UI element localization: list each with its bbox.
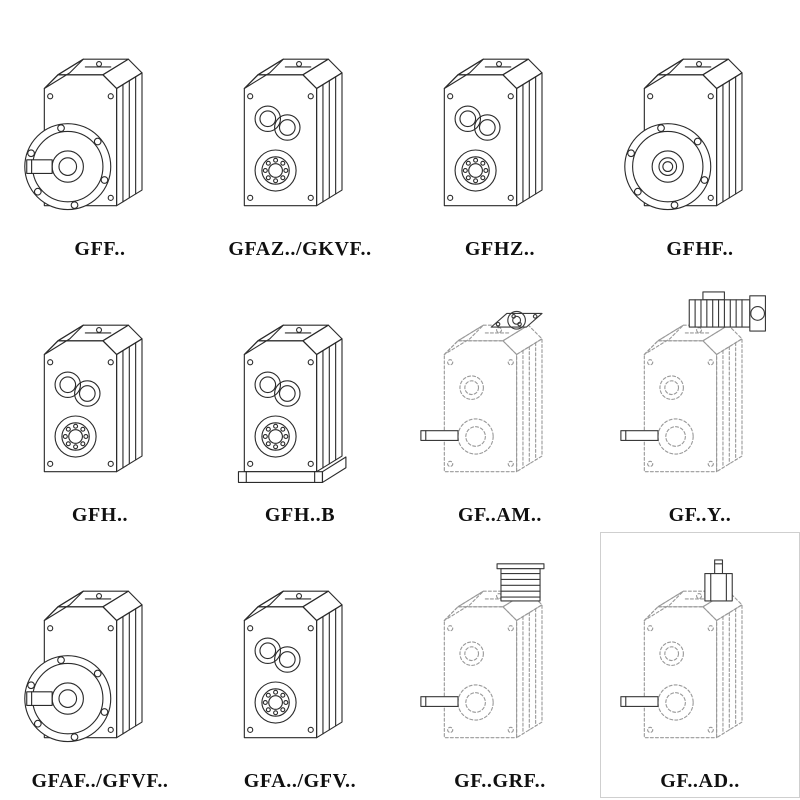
gearbox-cell: GF..GRF.. xyxy=(400,532,600,798)
gearbox-cell: GFF.. xyxy=(0,0,200,266)
gearbox-label: GFF.. xyxy=(74,238,126,260)
gearbox-label: GFHZ.. xyxy=(464,238,536,260)
gearbox-label: GFH.. xyxy=(71,504,129,526)
gearbox-cell: GFAF../GFVF.. xyxy=(0,532,200,798)
gearbox-flange-solid-shaft-drawing xyxy=(24,590,143,743)
gearbox-label: GF..GRF.. xyxy=(454,770,546,792)
gearbox-cell: GFHF.. xyxy=(600,0,800,266)
gearbox-shaft-input-drawing xyxy=(243,58,343,207)
gearbox-label: GFAZ../GKVF.. xyxy=(228,238,372,260)
gearbox-flange-solid-shaft-drawing xyxy=(24,58,143,211)
gearbox-cell: GF..AD.. xyxy=(600,532,800,798)
gearbox-cell: GFAZ../GKVF.. xyxy=(200,0,400,266)
gearbox-label: GF..AD.. xyxy=(660,770,740,792)
gearbox-cell: GF..AM.. xyxy=(400,266,600,532)
gearbox-hollow-shaft-drawing xyxy=(43,324,143,473)
gearbox-with-motor-drawing xyxy=(620,291,767,473)
gearbox-grf-adapter-drawing xyxy=(420,563,545,739)
gearbox-label: GFHF.. xyxy=(666,238,734,260)
gearbox-cell: GFH.. xyxy=(0,266,200,532)
gearbox-cell: GFHZ.. xyxy=(400,0,600,266)
gearbox-label: GFA../GFV.. xyxy=(243,770,357,792)
gearbox-label: GF..AM.. xyxy=(457,504,543,526)
gearbox-hollow-flange-drawing xyxy=(624,58,743,211)
gearbox-shaft-input-drawing xyxy=(243,590,343,739)
gearbox-iec-motor-adapter-drawing xyxy=(420,310,543,473)
gearbox-hollow-shaft-drawing xyxy=(443,58,543,207)
gearbox-label: GFAF../GFVF.. xyxy=(31,770,169,792)
gearbox-cell: GFA../GFV.. xyxy=(200,532,400,798)
gearbox-input-shaft-adapter-drawing xyxy=(620,559,743,739)
gearbox-hollow-shaft-base-drawing xyxy=(237,324,347,483)
gearbox-label: GF..Y.. xyxy=(668,504,732,526)
gearbox-cell: GF..Y.. xyxy=(600,266,800,532)
gearbox-cell: GFH..B xyxy=(200,266,400,532)
gearbox-label: GFH..B xyxy=(264,504,336,526)
